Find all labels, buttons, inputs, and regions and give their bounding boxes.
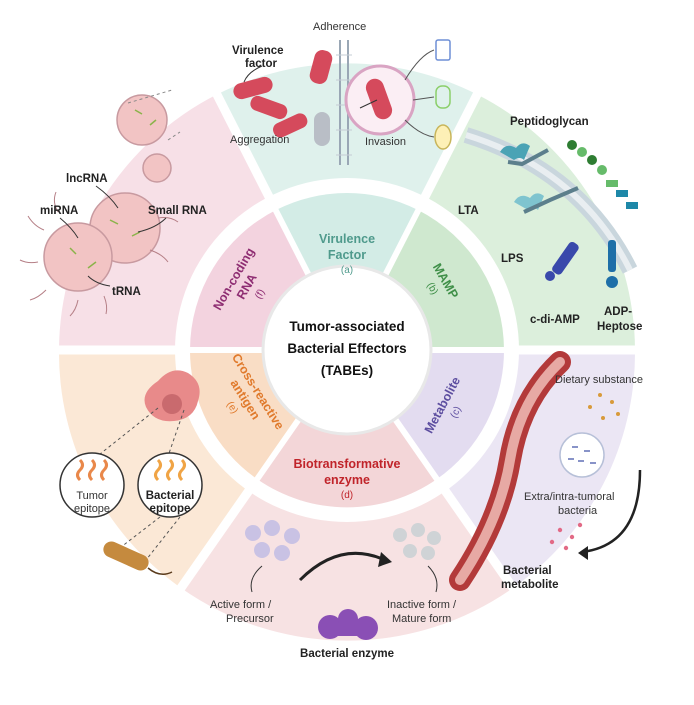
label-active-2: Precursor [226,613,274,625]
tumor-epitope-icon [76,458,108,482]
enzyme-tag: (d) [341,490,353,501]
bacterial-epitope-icon [154,458,186,482]
lta-icon [500,143,549,167]
label-active-1: Active form / [210,599,272,611]
virulence-illustration [233,39,452,165]
ncrna-illustration [19,89,181,317]
label-aggregation: Aggregation [230,134,289,146]
bacterium-icon [273,113,308,138]
label-mirna: miRNA [40,205,78,217]
aggregated-bacterium-icon [314,112,330,146]
virulence-title-line2: Factor [328,248,366,262]
tumor-epitope-circle [59,452,125,518]
center-title-line1: Tumor-associated [289,319,404,334]
exosome-icon [43,222,113,292]
lps-icon [514,186,579,214]
label-peptidoglycan: Peptidoglycan [510,116,589,128]
label-inactive-2: Mature form [392,613,451,625]
label-tumor-1: Tumor [76,490,108,502]
label-bacterial-2: epitope [150,503,191,515]
label-adp-2: Heptose [597,321,642,333]
vesicle-icon [116,94,168,146]
bacterium-icon [309,50,333,84]
label-bacteria-1: Extra/intra-tumoral [524,491,614,503]
label-bacterial-1: Bacterial [146,490,195,502]
center-title-line2: Bacterial Effectors [287,341,406,356]
label-dietary: Dietary substance [555,374,643,386]
label-bact-metab-1: Bacterial [503,565,552,577]
virulence-title-line1: Virulence [319,232,375,246]
label-adherence: Adherence [313,21,366,33]
mamp-tag: (b) [424,281,440,297]
label-virulence-factor-1: Virulence [232,45,284,57]
label-trna: tRNA [112,286,141,298]
adp-heptose-icon [606,240,618,288]
label-bacterial-enzyme: Bacterial enzyme [300,648,394,660]
label-bact-metab-2: metabolite [501,579,559,591]
bacterium-icon [103,541,149,571]
label-lncrna: lncRNA [66,173,108,185]
label-virulence-factor-2: factor [245,58,277,70]
label-smallrna: Small RNA [148,205,207,217]
cdiamp-icon [545,241,579,281]
label-tumor-2: epitope [74,503,110,515]
metabolite-tag: (c) [449,405,464,420]
antigen-tag: (e) [224,400,240,416]
enzyme-title-line1: Biotransformative [294,457,401,471]
center-circle [261,264,433,436]
bacterium-icon [250,95,288,120]
peptidoglycan-chain [567,140,638,209]
antigen-illustration [59,370,203,575]
bacterial-enzyme-icon [318,609,378,640]
metabolite-illustration [449,351,642,591]
bacterial-epitope-circle [137,452,203,518]
invading-bacterium-icon [365,78,393,120]
label-lps: LPS [501,253,524,265]
bacteria-cluster-icon [559,432,605,478]
metabolite-dots [549,522,583,551]
virulence-tag: (a) [341,265,353,276]
label-inactive-1: Inactive form / [387,599,457,611]
enzyme-illustration [245,520,441,640]
label-lta: LTA [458,205,479,217]
enzyme-title-line2: enzyme [324,473,370,487]
label-invasion: Invasion [365,136,406,148]
center-title-line3: (TABEs) [321,363,373,378]
label-bacteria-2: bacteria [558,505,598,517]
mamp-illustration [463,127,638,288]
label-cdiamp: c-di-AMP [530,314,580,326]
bacterium-icon [233,76,273,100]
dietary-dots [588,393,620,420]
label-adp-1: ADP- [604,306,632,318]
inactive-form-molecules [393,523,441,560]
active-form-molecules [245,520,300,561]
